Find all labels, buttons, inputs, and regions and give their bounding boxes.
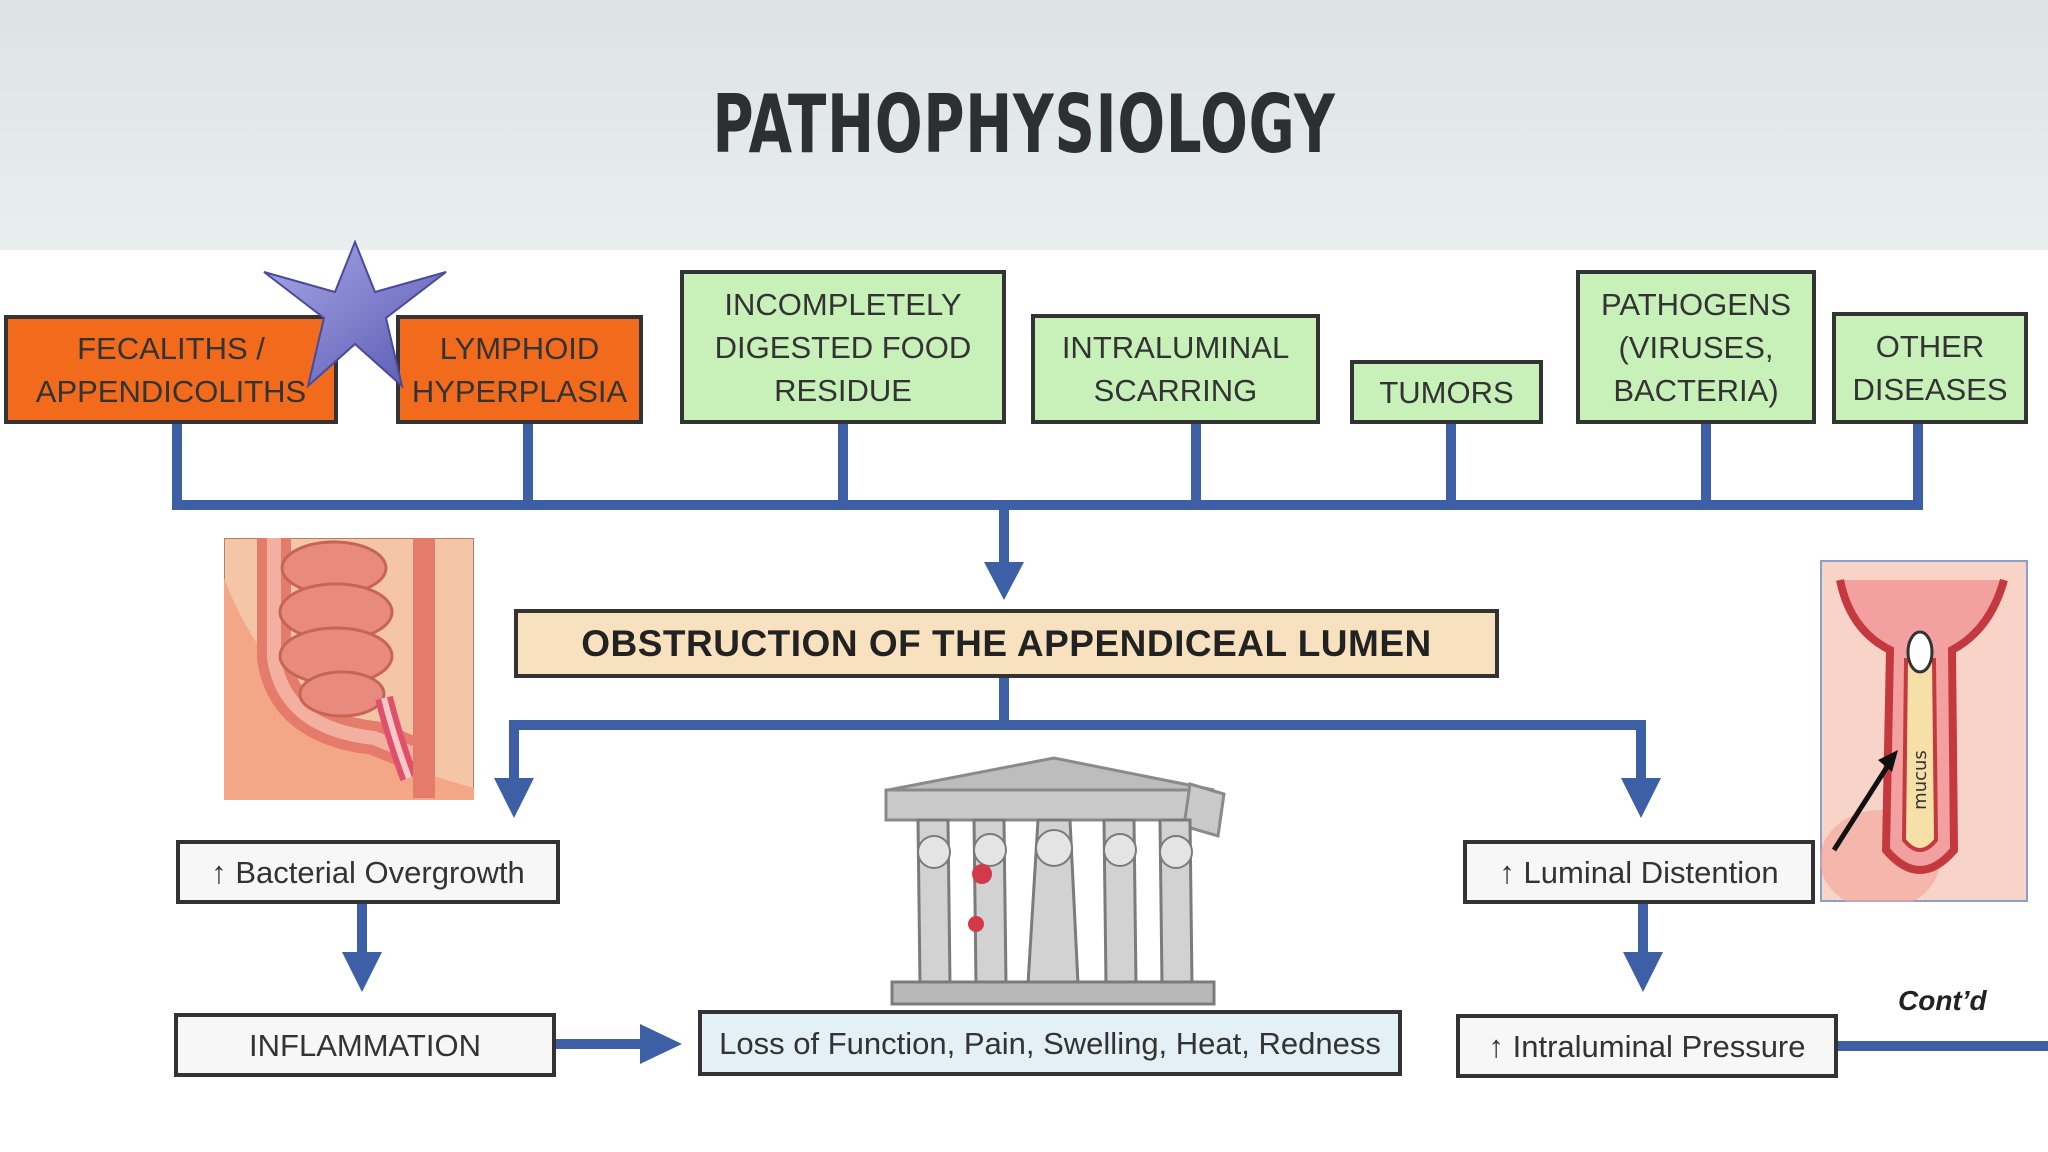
arrow-to-inflammation (342, 952, 382, 992)
arrow-to-bacterial (494, 778, 534, 818)
cause-intraluminal-scarring: INTRALUMINAL SCARRING (1031, 314, 1320, 424)
luminal-distention-box: ↑ Luminal Distention (1463, 840, 1815, 904)
arrow-to-loss (640, 1024, 682, 1064)
intraluminal-pressure-box: ↑ Intraluminal Pressure (1456, 1014, 1838, 1078)
inflammation-box: INFLAMMATION (174, 1013, 556, 1077)
arrow-to-obstruction (984, 562, 1024, 600)
contd-label: Cont’d (1898, 985, 1987, 1016)
cause-pathogens: PATHOGENS (VIRUSES, BACTERIA) (1576, 270, 1816, 424)
header-band (0, 0, 2048, 250)
bacterial-overgrowth-box: ↑ Bacterial Overgrowth (176, 840, 560, 904)
page-title: PATHOPHYSIOLOGY (712, 78, 1336, 171)
cause-lymphoid-hyperplasia: LYMPHOID HYPERPLASIA (396, 315, 643, 424)
temple-illustration (884, 756, 1226, 1006)
cause-fecaliths: FECALITHS / APPENDICOLITHS (4, 315, 338, 424)
cause-other-diseases: OTHER DISEASES (1832, 312, 2028, 424)
cause-tumors: TUMORS (1350, 360, 1543, 424)
obstruction-box: OBSTRUCTION OF THE APPENDICEAL LUMEN (514, 609, 1499, 678)
star-icon (263, 240, 447, 388)
colon-illustration (224, 538, 474, 800)
cause-incompletely-digested-food: INCOMPLETELY DIGESTED FOOD RESIDUE (680, 270, 1006, 424)
mucus-label: mucus (1910, 750, 1931, 810)
loss-of-function-box: Loss of Function, Pain, Swelling, Heat, … (698, 1010, 1402, 1076)
appendix-mucus-illustration: mucus (1820, 560, 2028, 902)
arrow-to-pressure (1623, 952, 1663, 992)
arrow-to-distention (1621, 778, 1661, 818)
